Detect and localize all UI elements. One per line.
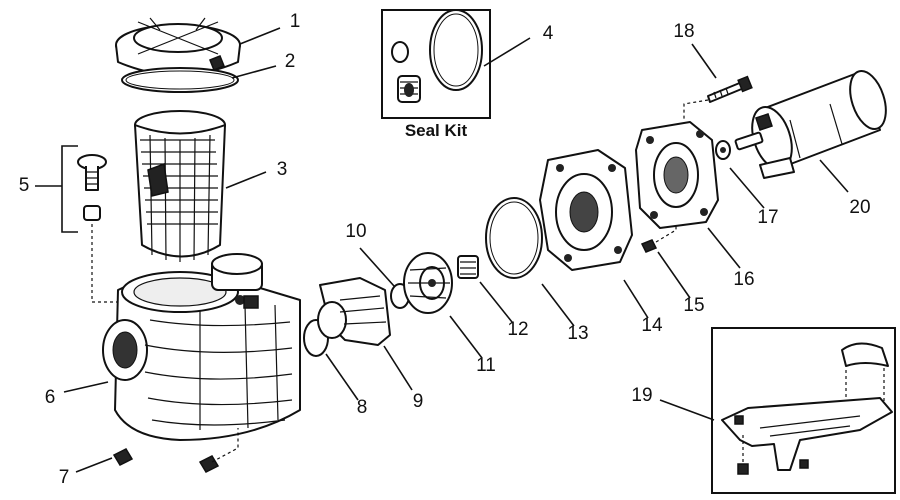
callout-14: 14 — [641, 315, 663, 336]
slinger-washer — [715, 140, 731, 160]
housing-screws — [112, 428, 239, 473]
diffuser — [317, 277, 391, 346]
callout-7: 7 — [59, 467, 70, 488]
lid-o-ring — [121, 67, 239, 93]
motor — [734, 70, 887, 179]
callout-17: 17 — [757, 207, 778, 228]
pump-housing — [102, 253, 301, 441]
callout-1: 1 — [290, 11, 301, 32]
seal-plate — [539, 149, 633, 271]
motor-bolt — [683, 75, 753, 120]
callout-15: 15 — [683, 295, 704, 316]
motor-mount-bolt — [640, 214, 677, 253]
callout-11: 11 — [476, 355, 496, 376]
motor-mounting-plate — [635, 121, 719, 229]
callout-8: 8 — [357, 397, 368, 418]
callout-20: 20 — [849, 197, 870, 218]
callout-5: 5 — [19, 175, 30, 196]
callout-3: 3 — [277, 159, 288, 180]
seal-kit-label: Seal Kit — [405, 121, 468, 140]
impeller — [403, 252, 453, 314]
callout-10: 10 — [345, 221, 366, 242]
drain-plug-assembly — [61, 145, 118, 303]
strainer-basket — [134, 110, 226, 262]
seal-plate-o-ring — [485, 197, 543, 279]
leader-lines — [35, 27, 849, 473]
callout-13: 13 — [567, 323, 588, 344]
callout-9: 9 — [413, 391, 424, 412]
motor-support-box — [711, 327, 896, 494]
callout-2: 2 — [285, 51, 296, 72]
callout-6: 6 — [45, 387, 56, 408]
callout-12: 12 — [507, 319, 528, 340]
strainer-lid — [115, 17, 241, 76]
callout-numbers: 1 2 3 4 5 6 7 8 9 10 11 12 13 14 15 16 1… — [19, 11, 871, 488]
callout-19: 19 — [631, 385, 652, 406]
callout-16: 16 — [733, 269, 754, 290]
seal-kit-box — [381, 9, 491, 119]
callout-18: 18 — [673, 21, 694, 42]
shaft-seal — [457, 255, 479, 279]
callout-4: 4 — [543, 23, 554, 44]
